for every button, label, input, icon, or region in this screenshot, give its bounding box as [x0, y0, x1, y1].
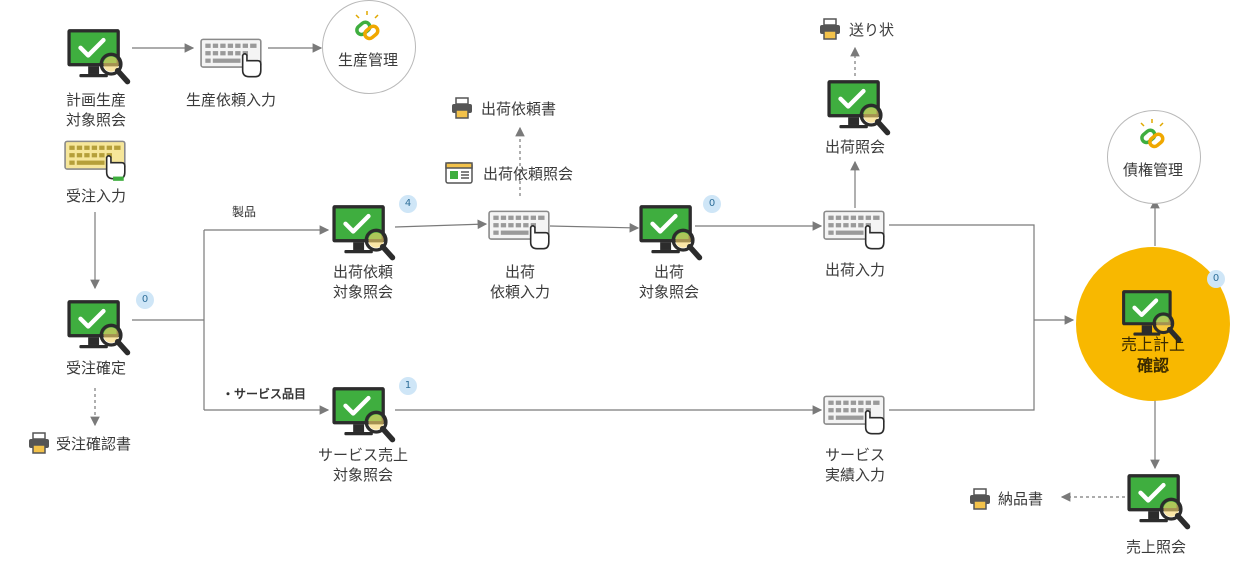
- ship-req-entry-keyboard-icon: [488, 210, 550, 250]
- order-confirm-badge: 0: [136, 291, 154, 309]
- edge-shipreq-to-entry: [394, 219, 488, 230]
- ship-entry-keyboard-icon: [823, 210, 885, 250]
- ship-req-target-label: 出荷依頼 対象照会: [332, 263, 394, 301]
- ship-target-label: 出荷 対象照会: [638, 263, 700, 301]
- ship-req-doc-printer-icon: [451, 97, 473, 119]
- sales-confirm-line1: 売上計上: [1120, 335, 1185, 354]
- sales-confirm-line2: 確認: [1136, 356, 1169, 375]
- prod-mgmt-circle: [322, 0, 416, 94]
- service-actual-keyboard-icon: [823, 395, 885, 435]
- service-sales-target-label: サービス売上 対象照会: [317, 446, 409, 484]
- sales-confirm-badge: 0: [1207, 270, 1225, 288]
- receivable-mgmt-circle: [1107, 110, 1201, 204]
- receivable-mgmt-chain-icon: [1138, 118, 1167, 151]
- ship-req-target-monitor-icon: [332, 205, 392, 257]
- ship-req-doc-label: 出荷依頼書: [481, 100, 557, 118]
- edge-merge: [889, 224, 1035, 411]
- branch-label-service: ・サービス品目: [222, 387, 307, 401]
- sales-confirm-label: 売上計上 確認: [1083, 334, 1223, 376]
- ship-req-inquiry-window-icon: [445, 162, 473, 184]
- prod-request-keyboard-icon: [200, 38, 262, 78]
- order-confirm-label: 受注確定: [65, 359, 127, 377]
- prod-mgmt-chain-icon: [353, 10, 382, 43]
- invoice-slip-printer-icon: [819, 18, 841, 40]
- branch-label-product: 製品: [232, 205, 257, 219]
- order-entry-keyboard-icon: [64, 140, 126, 181]
- plan-prod-label: 計画生産 対象照会: [65, 91, 127, 129]
- ship-inquiry-label: 出荷照会: [824, 138, 886, 156]
- plan-prod-monitor-icon: [67, 29, 127, 81]
- delivery-note-printer-icon: [969, 488, 991, 510]
- ship-target-badge: 0: [703, 195, 721, 213]
- invoice-slip-label: 送り状: [849, 21, 895, 39]
- edge-entry-to-ship-target: [549, 223, 640, 233]
- prod-request-label: 生産依頼入力: [185, 91, 277, 109]
- receivable-mgmt-label: 債権管理: [1122, 161, 1184, 179]
- ship-req-target-badge: 4: [399, 195, 417, 213]
- order-confirm-doc-label: 受注確認書: [56, 435, 132, 453]
- prod-mgmt-label: 生産管理: [337, 51, 399, 69]
- service-actual-entry-label: サービス 実績入力: [824, 446, 886, 484]
- service-target-monitor-icon: [332, 387, 392, 439]
- ship-req-entry-label: 出荷 依頼入力: [489, 263, 551, 301]
- ship-target-monitor-icon: [639, 205, 699, 257]
- sales-inquiry-label: 売上照会: [1125, 538, 1187, 556]
- order-confirm-monitor-icon: [67, 300, 127, 352]
- service-target-badge: 1: [399, 377, 417, 395]
- sales-inquiry-monitor-icon: [1127, 474, 1187, 526]
- ship-entry-label: 出荷入力: [824, 261, 886, 279]
- order-entry-label: 受注入力: [65, 187, 127, 205]
- ship-inquiry-monitor-icon: [827, 80, 887, 132]
- ship-req-inquiry-label: 出荷依頼照会: [483, 165, 574, 183]
- order-confirm-doc-printer-icon: [28, 432, 50, 454]
- delivery-note-label: 納品書: [998, 490, 1044, 508]
